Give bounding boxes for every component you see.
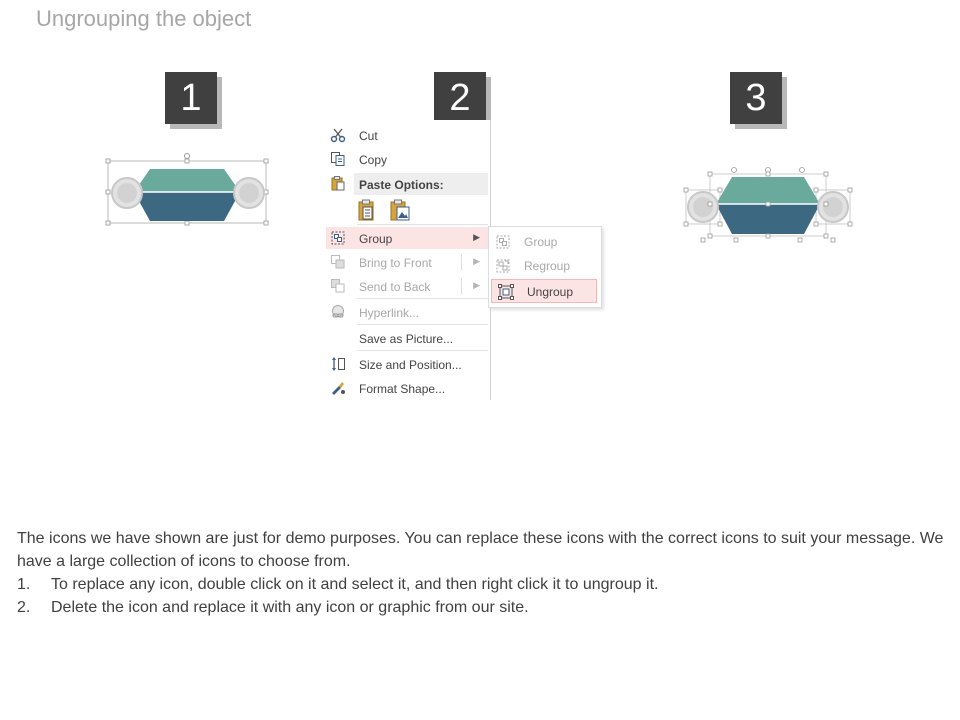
- menu-item-label: Hyperlink...: [359, 306, 420, 320]
- menu-item-format-shape[interactable]: Format Shape...: [326, 377, 488, 399]
- list-text: To replace any icon, double click on it …: [51, 576, 659, 593]
- menu-separator: [357, 298, 488, 299]
- menu-item-send-to-back[interactable]: Send to Back ▶: [326, 275, 488, 297]
- chevron-right-icon[interactable]: ▶: [473, 256, 480, 266]
- paste-keep-formatting-icon[interactable]: [356, 198, 378, 222]
- send-to-back-icon: [331, 279, 345, 293]
- scissors-icon: [330, 128, 346, 143]
- instructions: The icons we have shown are just for dem…: [17, 527, 947, 619]
- paste-icon: [331, 176, 345, 191]
- menu-item-save-as-picture[interactable]: Save as Picture...: [326, 327, 488, 349]
- list-text: Delete the icon and replace it with any …: [51, 599, 529, 616]
- chevron-right-icon: ▶: [473, 232, 480, 242]
- submenu-item-label: Ungroup: [527, 285, 574, 299]
- chevron-right-icon[interactable]: ▶: [473, 280, 480, 290]
- menu-item-bring-to-front[interactable]: Bring to Front ▶: [326, 251, 488, 273]
- paste-options-header: Paste Options:: [354, 173, 488, 195]
- step-number-2: 2: [434, 72, 486, 124]
- menu-item-copy[interactable]: Copy: [326, 148, 488, 170]
- menu-separator: [357, 324, 488, 325]
- menu-item-cut[interactable]: Cut: [326, 124, 488, 146]
- page-title: Ungrouping the object: [36, 6, 252, 31]
- menu-item-size-and-position[interactable]: Size and Position...: [326, 353, 488, 375]
- paste-as-picture-icon[interactable]: [388, 198, 412, 222]
- menu-item-label: Group: [359, 232, 393, 246]
- step-number-3: 3: [730, 72, 782, 124]
- group-icon: [496, 235, 510, 249]
- ungrouped-shape[interactable]: [682, 164, 854, 246]
- menu-separator: [357, 224, 488, 225]
- menu-item-group[interactable]: Group ▶: [326, 227, 488, 249]
- size-position-icon: [332, 357, 345, 371]
- menu-item-label: Cut: [359, 129, 378, 143]
- group-icon: [331, 231, 345, 245]
- copy-icon: [331, 152, 345, 166]
- ungroup-icon: [498, 284, 514, 300]
- list-item: 2. Delete the icon and replace it with a…: [17, 596, 947, 619]
- list-number: 2.: [17, 599, 31, 616]
- menu-item-label: Copy: [359, 153, 388, 167]
- format-shape-icon: [332, 382, 345, 395]
- group-submenu: Group Regroup Ungroup: [488, 226, 602, 308]
- menu-item-label: Bring to Front: [359, 256, 432, 270]
- menu-item-hyperlink[interactable]: Hyperlink...: [326, 301, 488, 323]
- menu-item-label: Format Shape...: [359, 382, 446, 396]
- context-menu: Cut Copy Paste Options: Group: [326, 120, 491, 400]
- menu-separator: [357, 350, 488, 351]
- menu-item-label: Save as Picture...: [359, 332, 454, 346]
- split-divider: [461, 278, 462, 294]
- paste-options-label: Paste Options:: [359, 178, 444, 192]
- menu-item-label: Size and Position...: [359, 358, 462, 372]
- grouped-shape[interactable]: [104, 152, 272, 228]
- submenu-item-group[interactable]: Group: [489, 230, 597, 252]
- list-item: 1. To replace any icon, double click on …: [17, 573, 947, 596]
- bring-to-front-icon: [331, 255, 345, 269]
- menu-item-label: Send to Back: [359, 280, 431, 294]
- split-divider: [461, 254, 462, 270]
- regroup-icon: [496, 259, 510, 273]
- hyperlink-icon: [332, 305, 344, 318]
- submenu-item-label: Regroup: [524, 259, 571, 273]
- intro-paragraph: The icons we have shown are just for dem…: [17, 530, 944, 570]
- submenu-item-ungroup[interactable]: Ungroup: [491, 279, 597, 303]
- submenu-item-label: Group: [524, 235, 558, 249]
- list-number: 1.: [17, 576, 31, 593]
- step-number-1: 1: [165, 72, 217, 124]
- submenu-item-regroup[interactable]: Regroup: [489, 254, 597, 276]
